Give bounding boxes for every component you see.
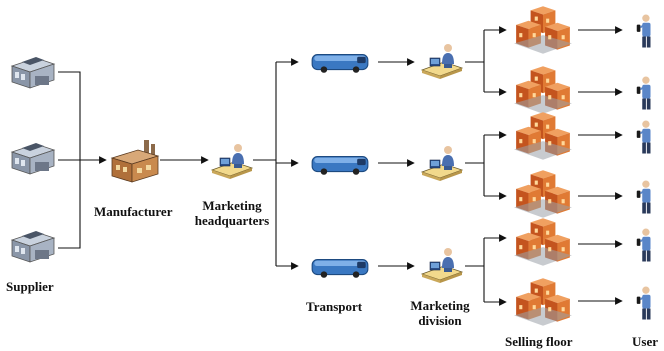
truck-icon [311,156,369,176]
store-building-icon [514,6,572,54]
person-at-desk-icon [421,145,463,182]
label-marketing-division: Marketing division [405,298,475,328]
person-at-desk-icon [421,43,463,80]
store-building-icon [514,218,572,266]
person-with-phone-icon [635,179,652,215]
label-marketing-headquarters: Marketing headquarters [190,198,274,228]
truck-icon [311,54,369,74]
label-marketing-division-line1: Marketing [410,298,470,313]
store-building-icon [514,170,572,218]
label-transport: Transport [306,299,363,314]
person-with-phone-icon [635,75,652,111]
warehouse-icon [11,230,55,263]
label-supplier: Supplier [6,279,54,294]
supplier-nodes [11,56,55,263]
person-with-phone-icon [635,119,652,155]
person-with-phone-icon [635,227,652,263]
store-building-icon [514,66,572,114]
connectors [58,26,623,306]
marketing-division-nodes [421,43,463,284]
person-with-phone-icon [635,13,652,49]
label-user: User [632,334,658,349]
connector-supplier-1 [58,71,81,160]
person-with-phone-icon [635,285,652,321]
label-marketing-headquarters-line1: Marketing [202,198,262,213]
person-at-desk-icon [211,143,253,180]
factory-icon [111,139,159,183]
user-nodes [635,13,652,321]
label-manufacturer: Manufacturer [94,204,173,219]
label-marketing-division-line2: division [418,313,462,328]
store-building-icon [514,278,572,326]
warehouse-icon [11,56,55,89]
store-building-icon [514,112,572,160]
selling-floor-nodes [514,6,572,326]
label-selling-floor: Selling floor [505,334,573,349]
person-at-desk-icon [421,247,463,284]
truck-icon [311,259,369,279]
warehouse-icon [11,142,55,175]
transport-nodes [311,54,369,279]
label-marketing-headquarters-line2: headquarters [194,213,270,228]
connector-supplier-3 [58,160,81,249]
